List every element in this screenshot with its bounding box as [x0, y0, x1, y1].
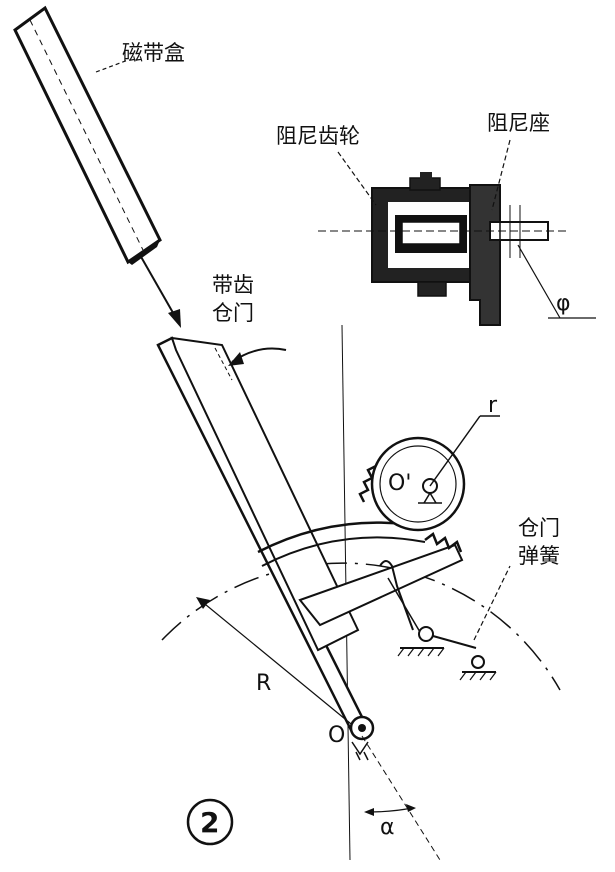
door-spring-label-line2: 弹簧 — [518, 544, 560, 568]
r-symbol: r — [488, 393, 498, 418]
door-spring-label-line1: 仓门 — [518, 516, 560, 540]
phi-annotation: φ — [517, 244, 596, 319]
cassette-shape — [13, 5, 162, 265]
radius-arc — [161, 562, 561, 691]
radius-dimension: R — [196, 597, 357, 729]
door-rotation-arrow — [228, 347, 287, 366]
alpha-annotation: α — [361, 735, 441, 861]
damper-seat-label-group: 阻尼座 — [487, 111, 550, 211]
door-spring — [379, 560, 511, 681]
damper-gear-label-group: 阻尼齿轮 — [276, 124, 377, 206]
toothed-door-label-line1: 带齿 — [212, 273, 254, 297]
damper-seat-label: 阻尼座 — [487, 111, 550, 135]
figure-number-text: 2 — [200, 806, 219, 839]
phi-symbol: φ — [556, 291, 571, 316]
toothed-door-label-line2: 仓门 — [212, 301, 254, 325]
damper-gear-wheel: O' r — [358, 393, 500, 532]
pivot-o-symbol: O — [328, 723, 345, 748]
insertion-arrow — [139, 254, 181, 328]
figure-number: 2 — [186, 798, 234, 846]
damper-gear-label: 阻尼齿轮 — [276, 124, 360, 148]
pivot-point: O — [328, 715, 375, 761]
toothed-door-label-group: 带齿 仓门 — [212, 273, 254, 325]
cassette-label-group: 磁带盒 — [95, 41, 185, 73]
o-prime-symbol: O' — [388, 471, 411, 496]
toothed-door — [156, 336, 464, 734]
cassette-label: 磁带盒 — [122, 41, 185, 65]
door-spring-label-group: 仓门 弹簧 — [518, 516, 560, 568]
damper-assembly — [318, 172, 568, 326]
radius-symbol: R — [256, 671, 271, 696]
alpha-symbol: α — [380, 815, 395, 840]
